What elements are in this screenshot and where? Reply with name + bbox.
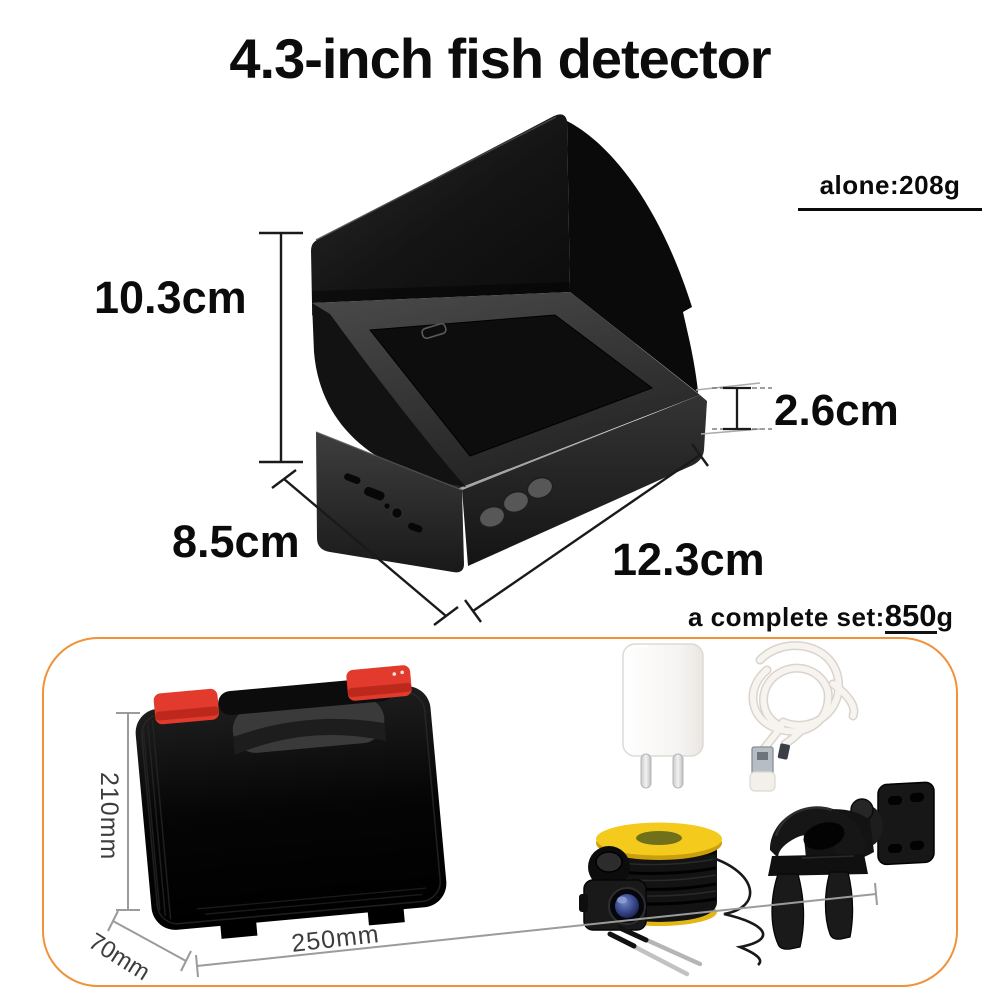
complete-set-weight: 850 (884, 598, 937, 634)
monitor-width-label: 12.3cm (612, 534, 765, 585)
power-adapter-icon (622, 643, 704, 789)
monitor-depth-label: 8.5cm (172, 516, 300, 567)
sun-visor-left-panel-icon (312, 303, 466, 487)
mount-bracket-icon (768, 781, 935, 950)
sun-visor-right-panel-icon (567, 121, 698, 393)
sun-visor-lid-icon (311, 114, 570, 303)
fish-detector-monitor-image (311, 114, 707, 573)
carrying-case-icon (135, 665, 447, 939)
monitor-thickness-label: 2.6cm (774, 386, 899, 435)
monitor-height-label: 10.3cm (94, 272, 247, 323)
page-title: 4.3-inch fish detector (229, 27, 771, 90)
complete-set-weight-unit: g (936, 602, 954, 632)
complete-set-heading-prefix: a complete set: (688, 602, 885, 632)
case-height-label: 210mm (95, 772, 123, 861)
complete-set-panel (42, 637, 958, 987)
usb-cable-icon (748, 641, 859, 792)
complete-set-heading: a complete set: 850 g (688, 600, 953, 634)
monitor-weight-badge: alone:208g (798, 170, 982, 211)
